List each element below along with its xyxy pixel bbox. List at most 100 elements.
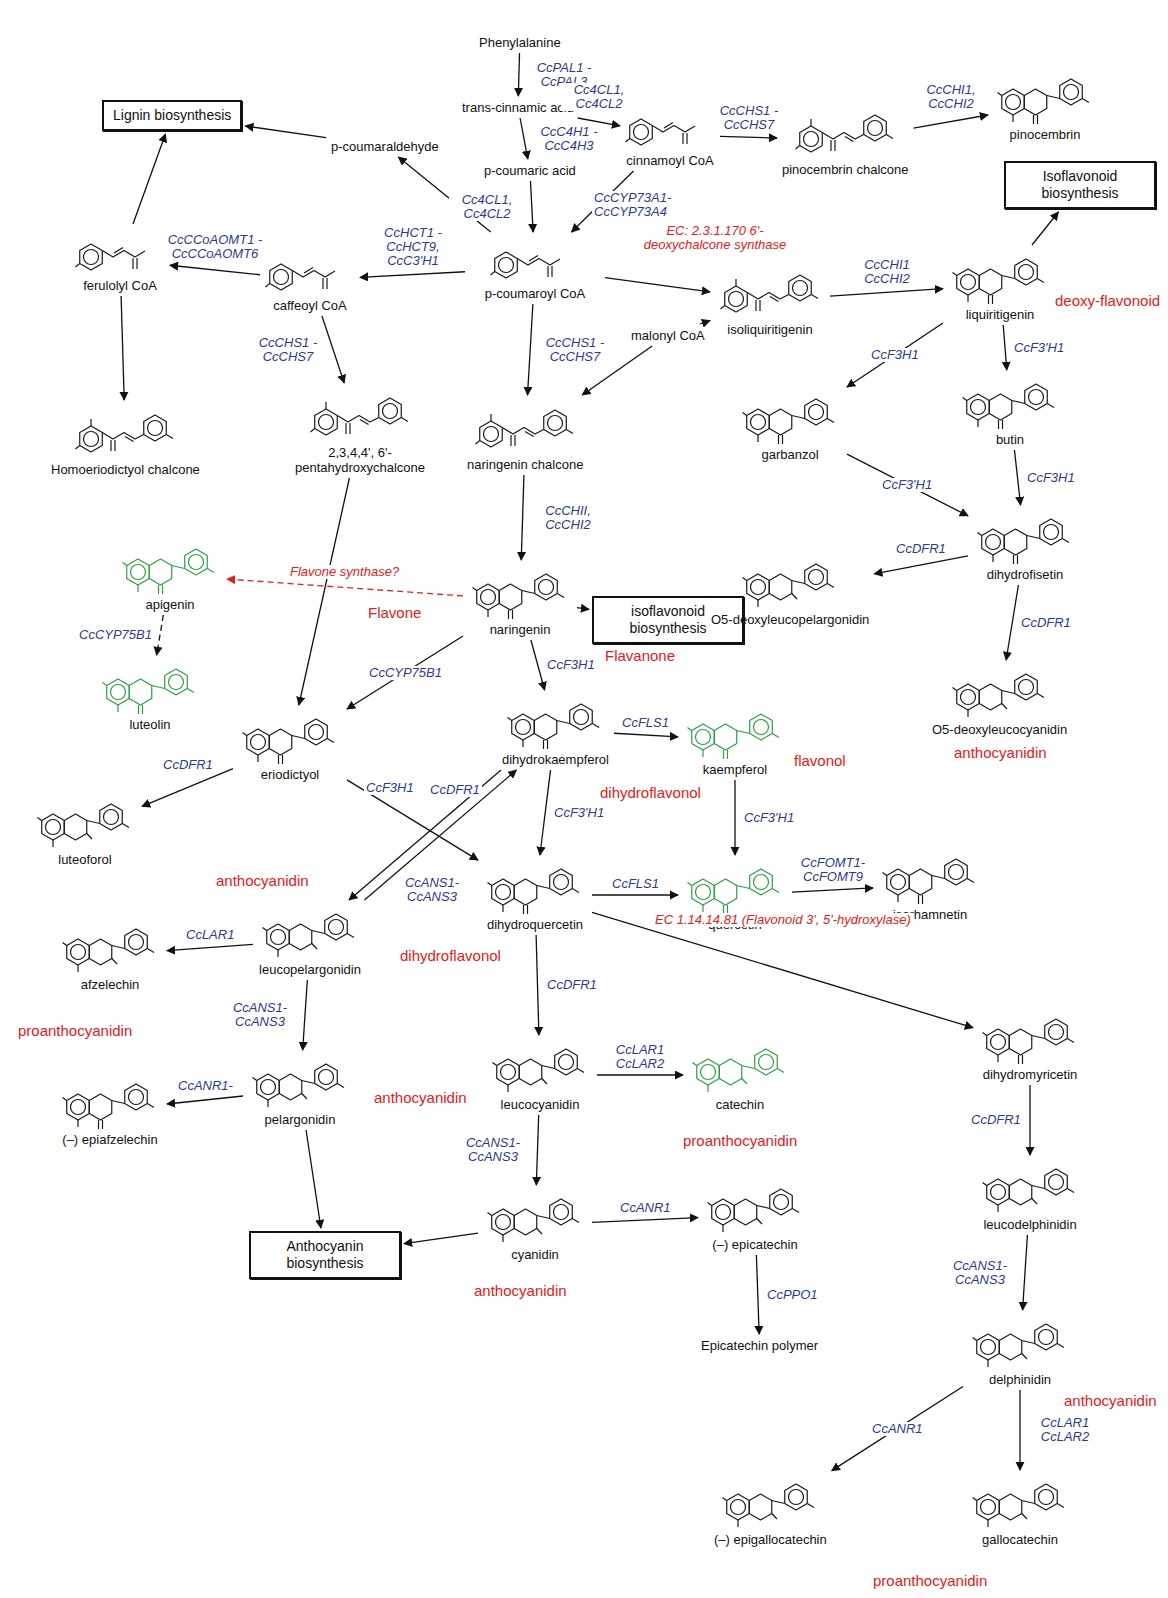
compound-name: cyanidin	[483, 1247, 587, 1262]
compound: cinnamoyl CoA	[623, 102, 717, 168]
compound: catechin	[686, 1038, 794, 1112]
reaction-arrow	[227, 579, 463, 596]
reaction-arrow	[874, 556, 968, 574]
structure-drawing	[878, 848, 982, 906]
compound: apigenin	[116, 538, 224, 612]
compound-name: ferulolyl CoA	[75, 278, 165, 293]
enzyme-label: CcFLS1	[620, 716, 671, 730]
reaction-arrow	[157, 615, 164, 655]
structure-drawing	[958, 373, 1062, 431]
reaction-arrow	[536, 935, 539, 1035]
compound: naringenin chalcone	[465, 398, 585, 472]
compound-name: (–) epigallocatechin	[714, 1532, 827, 1547]
structure-drawing	[978, 1158, 1082, 1216]
enzyme-label: CcCHI1, CcCHI2	[913, 83, 989, 111]
enzyme-label: CcCYP75B1	[77, 628, 153, 642]
compound: kaempferol	[681, 703, 789, 777]
compound: pinocembrin	[991, 68, 1099, 142]
structure-drawing	[305, 386, 415, 444]
structure-drawing	[70, 403, 180, 461]
enzyme-label: CcANR1-	[176, 1079, 235, 1093]
enzyme-label: CcDFR1	[428, 783, 482, 797]
enzyme-label: CcF3H1	[545, 658, 597, 672]
reaction-arrow	[847, 454, 968, 516]
enzyme-label: EC 1.14.14.81 (Flavonoid 3', 5'-hydroxyl…	[653, 913, 913, 927]
compound-name: (–) epicatechin	[703, 1237, 807, 1252]
compound-name: O5-deoxyleucopelargonidin	[711, 612, 869, 627]
reaction-arrow	[167, 1096, 243, 1104]
compound-name: eriodictyol	[238, 767, 342, 782]
enzyme-label: CcF3H1	[869, 348, 921, 362]
class-label: anthocyanidin	[215, 872, 310, 889]
structure-drawing	[973, 508, 1077, 566]
compound-name: pinocembrin chalcone	[782, 162, 908, 177]
class-label: anthocyanidin	[373, 1089, 468, 1106]
structure-drawing	[688, 1038, 792, 1096]
reaction-arrow	[847, 323, 943, 387]
structure-drawing	[470, 235, 600, 285]
structure-drawing	[248, 1053, 352, 1111]
enzyme-label: CcDFR1	[1019, 616, 1073, 630]
compound: Phenylalanine	[477, 34, 563, 50]
compound: 2,3,4,4', 6'-pentahydroxychalcone	[278, 386, 442, 475]
class-label: dihydroflavonol	[399, 947, 502, 964]
compound-name: dihydromyricetin	[978, 1067, 1082, 1082]
pathway-box: Anthocyanin biosynthesis	[249, 1231, 401, 1279]
structure-drawing	[118, 538, 222, 596]
enzyme-label: CcFOMT1- CcFOMT9	[795, 856, 871, 884]
compound-name: pinocembrin	[993, 127, 1097, 142]
compound: O5-deoxyleucocyanidin	[930, 663, 1069, 737]
compound-name: leucopelargonidin	[258, 962, 362, 977]
compound: luteolin	[96, 658, 204, 732]
compound-name: delphinidin	[968, 1372, 1072, 1387]
enzyme-label: CcF3'H1	[742, 811, 796, 825]
reaction-arrow	[700, 321, 710, 324]
box-title: Anthocyanin biosynthesis	[260, 1238, 390, 1272]
structure-drawing	[993, 68, 1097, 126]
reaction-arrow	[404, 1233, 478, 1244]
compound-name: gallocatechin	[968, 1532, 1072, 1547]
compound-name: Homoeriodictyol chalcone	[51, 462, 200, 477]
compound-name: afzelechin	[58, 977, 162, 992]
class-label: proanthocyanidin	[17, 1022, 133, 1039]
reaction-arrow	[520, 118, 528, 159]
enzyme-label: CcCHS1 - CcCHS7	[250, 336, 326, 364]
enzyme-label: CcLAR1	[184, 928, 236, 942]
reaction-arrow	[720, 136, 777, 138]
compound: liquiritigenin	[946, 248, 1054, 322]
compound-name: caffeoyl CoA	[265, 298, 355, 313]
enzyme-label: CcF3'H1	[1012, 341, 1066, 355]
compound: Homoeriodictyol chalcone	[49, 403, 202, 477]
reaction-arrow	[1023, 1235, 1028, 1310]
class-label: proanthocyanidin	[682, 1132, 798, 1149]
reaction-arrow	[536, 1115, 538, 1185]
enzyme-label: CcANS1- CcANS3	[394, 876, 470, 904]
enzyme-label: CcANS1- CcANS3	[455, 1136, 531, 1164]
compound: (–) epigallocatechin	[712, 1473, 829, 1547]
reaction-arrow	[540, 770, 551, 855]
compound: isorhamnetin	[876, 848, 984, 922]
enzyme-label: CcCHII, CcCHI2	[530, 504, 606, 532]
compound: afzelechin	[56, 918, 164, 992]
compound-name: naringenin chalcone	[467, 457, 583, 472]
structure-drawing	[75, 227, 165, 277]
structure-drawing	[715, 263, 825, 321]
enzyme-label: Cc4CL1, Cc4CL2	[449, 193, 525, 221]
structure-drawing	[683, 703, 787, 761]
compound: p-coumaroyl CoA	[468, 235, 602, 301]
structure-drawing	[968, 1313, 1072, 1371]
enzyme-label: CcCYP75B1	[367, 666, 443, 680]
compound: O5-deoxyleucopelargonidin	[709, 553, 871, 627]
enzyme-label: CcCYP73A1- CcCYP73A4	[592, 191, 668, 219]
enzyme-label: CcCCoAOMT1 - CcCCoAOMT6	[163, 233, 267, 261]
reaction-arrow	[528, 304, 533, 395]
reaction-arrow	[121, 296, 124, 400]
enzyme-label: CcLAR1 CcLAR2	[1027, 1416, 1103, 1444]
compound-name: p-coumaroyl CoA	[470, 286, 600, 301]
compound-name: dihydrofisetin	[973, 567, 1077, 582]
class-label: flavonol	[793, 752, 847, 769]
compound: dihydrofisetin	[971, 508, 1079, 582]
reaction-arrow	[913, 115, 988, 128]
compound: leucodelphinidin	[976, 1158, 1084, 1232]
